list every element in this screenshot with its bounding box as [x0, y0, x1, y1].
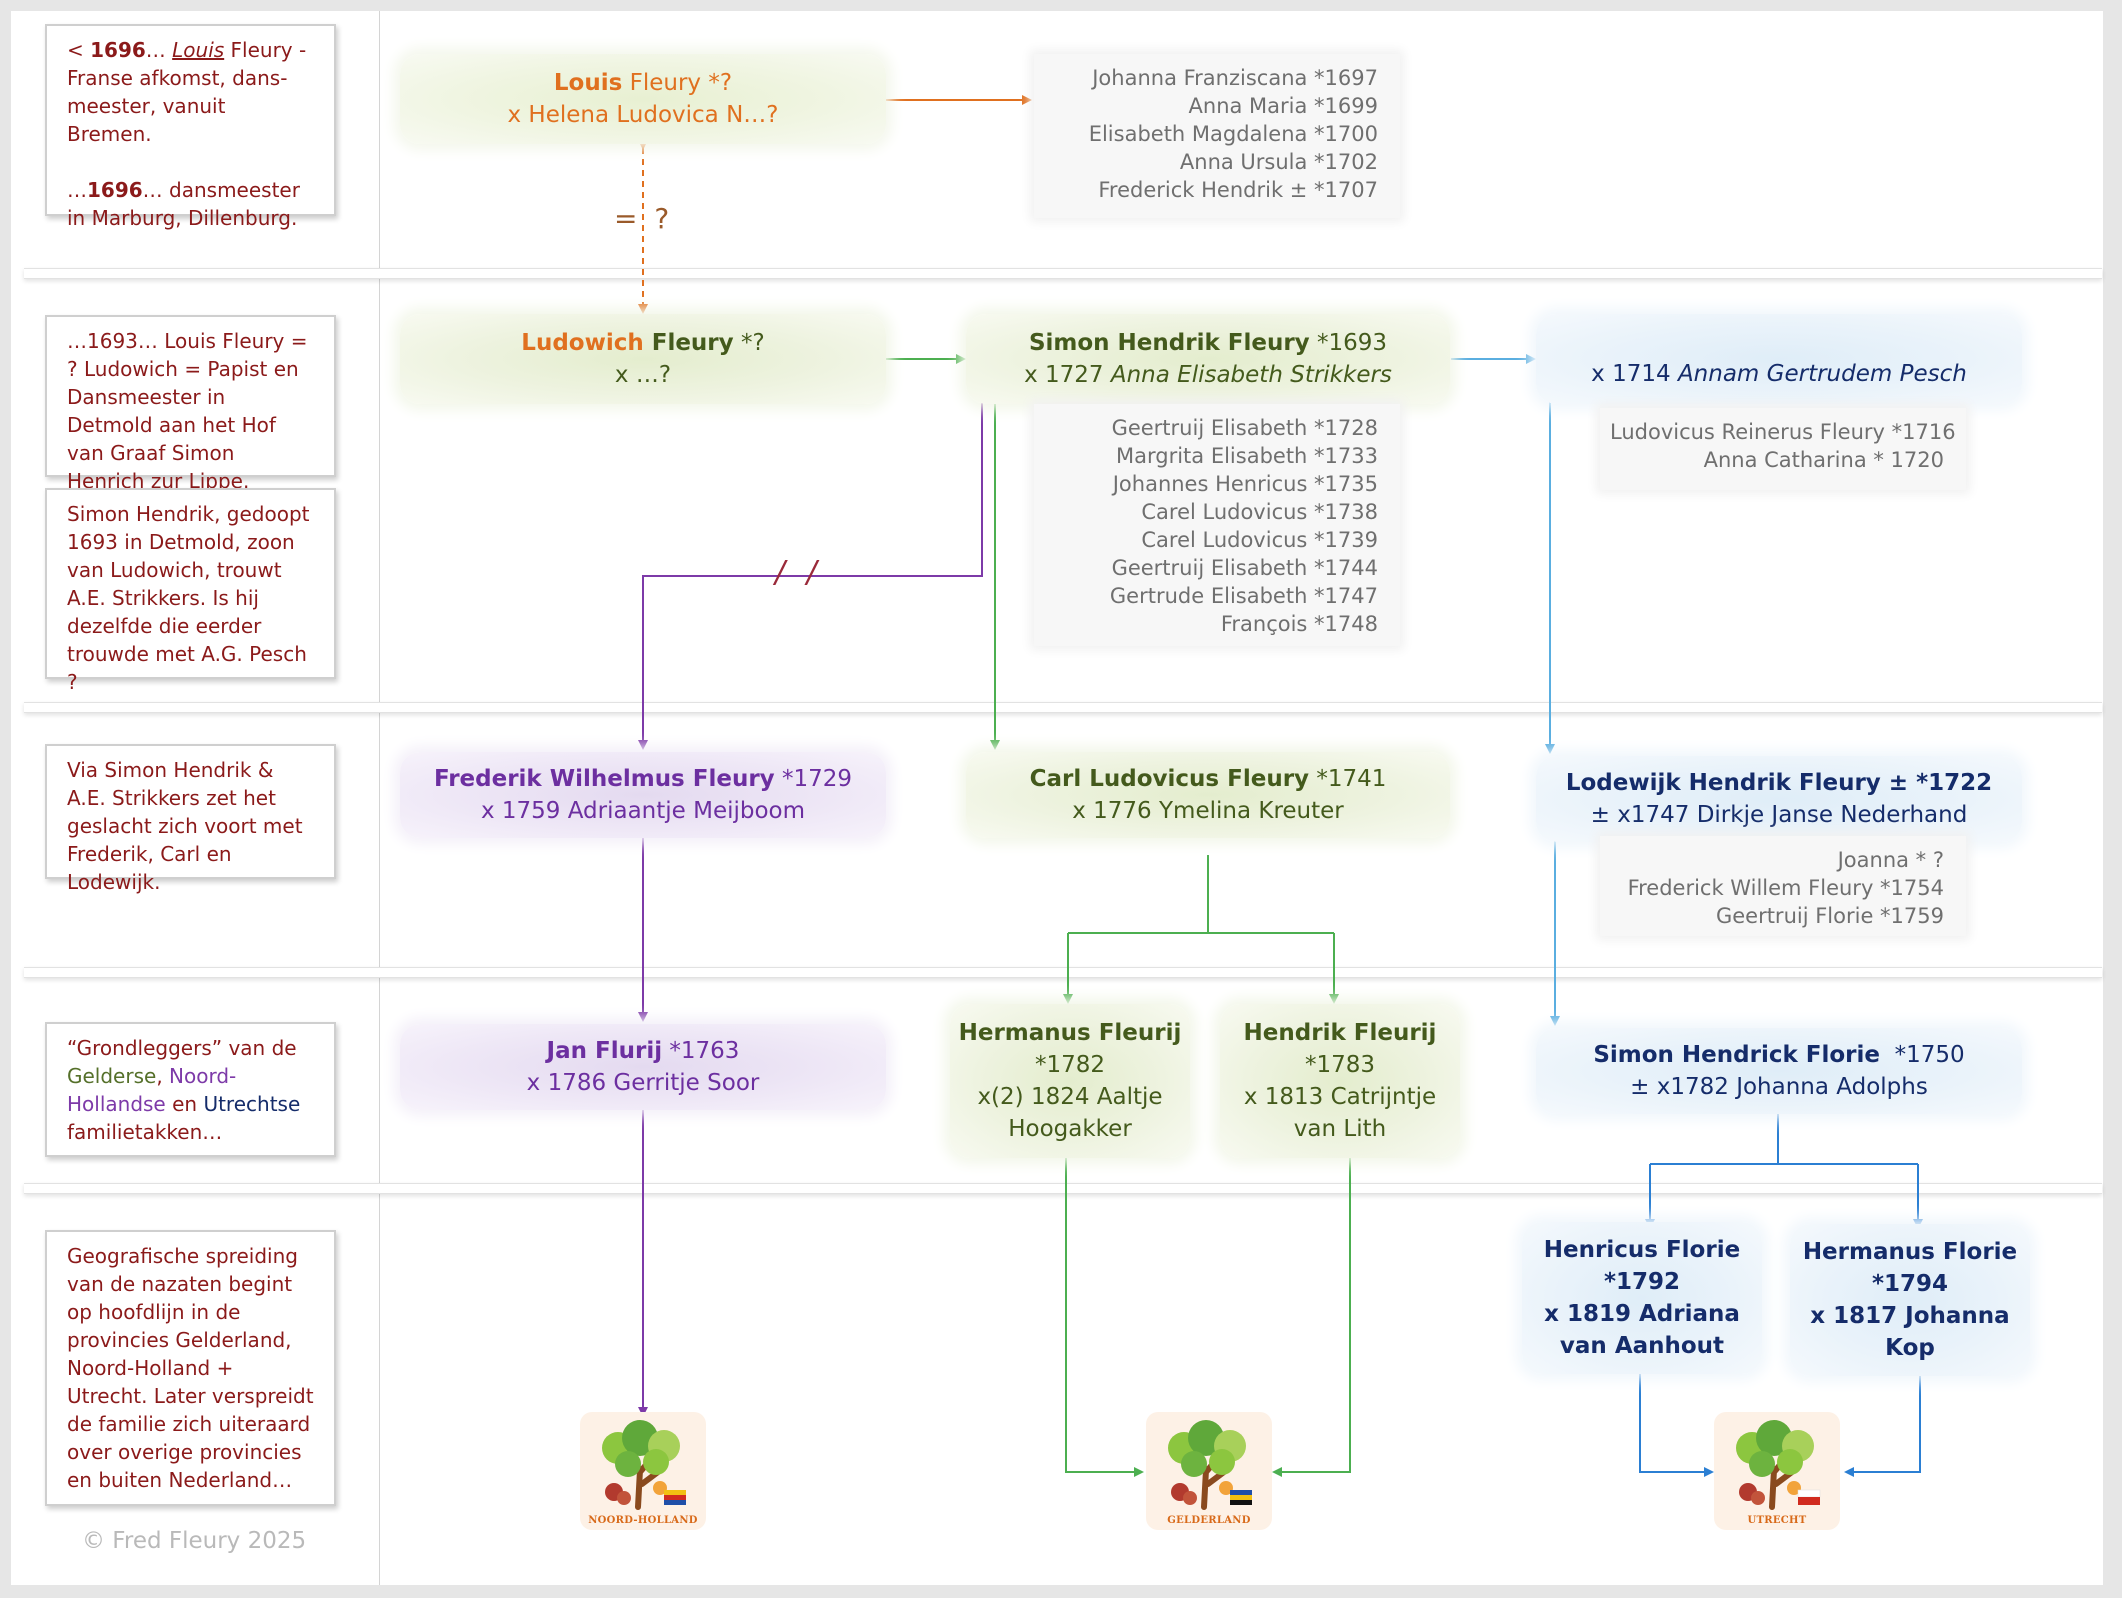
note-louis-origin: < 1696… Louis Fleury - Franse afkomst, d…: [45, 24, 336, 230]
generation-divider-3: [24, 967, 2102, 978]
note-simon-hendrik: Simon Hendrik, gedoopt 1693 in Detmold, …: [45, 488, 336, 694]
gelderland-logo: GELDERLAND: [1146, 1412, 1272, 1530]
note-louis-origin-line2: …1696… dansmeester in Marburg, Dillenbur…: [67, 178, 300, 230]
hermanus-to-gelderland-line: [1065, 1158, 1144, 1477]
person-henricus-florie[interactable]: Henricus Florie *1792 x 1819 Adriana van…: [1522, 1222, 1762, 1374]
column-divider: [379, 11, 380, 1585]
noord-holland-logo: NOORD-HOLLAND: [580, 1412, 706, 1530]
note-founders: “Grondleggers” van de Gelderse, Noord-Ho…: [45, 1022, 336, 1157]
person-lodewijk-hendrik-fleury[interactable]: Lodewijk Hendrik Fleury ± *1722 ± x1747 …: [1536, 756, 2022, 842]
noord-holland-label: NOORD-HOLLAND: [588, 1515, 698, 1526]
person-hermanus-florie[interactable]: Hermanus Florie *1794 x 1817 Johanna Kop: [1790, 1224, 2030, 1376]
person-carl-ludovicus-fleury[interactable]: Carl Ludovicus Fleury *1741 x 1776 Ymeli…: [966, 752, 1450, 838]
carl-fork-line: [1067, 855, 1335, 1000]
person-louis-fleury[interactable]: Louis Fleury *? x Helena Ludovica N…?: [400, 54, 886, 144]
generation-divider-4: [24, 1183, 2102, 1194]
uncertain-link-label: = ?: [614, 202, 674, 235]
person-frederik-wilhelmus-fleury[interactable]: Frederik Wilhelmus Fleury *1729 x 1759 A…: [400, 752, 886, 838]
note-lineage: Via Simon Hendrik & A.E. Strikkers zet h…: [45, 744, 336, 894]
copyright: © Fred Fleury 2025: [82, 1528, 307, 1554]
generation-divider-1: [24, 268, 2102, 279]
hermanusflorie-to-utrecht-line: [1844, 1374, 1921, 1477]
person-simon-hendrick-florie[interactable]: Simon Hendrick Florie *1750 ± x1782 Joha…: [1536, 1028, 2022, 1114]
generation-divider-2: [24, 702, 2102, 713]
hendrik-to-gelderland-line: [1272, 1158, 1351, 1477]
simonflorie-fork-line: [1649, 1114, 1919, 1224]
person-pesch-marriage[interactable]: x 1714 Annam Gertrudem Pesch: [1536, 314, 2022, 404]
note-louis-origin-line1: < 1696… Louis Fleury - Franse afkomst, d…: [67, 38, 307, 146]
utrecht-logo: UTRECHT: [1714, 1412, 1840, 1530]
person-hermanus-fleurij[interactable]: Hermanus Fleurij *1782 x(2) 1824 Aaltje …: [950, 1004, 1190, 1158]
note-ludowich: …1693… Louis Fleury = ? Ludowich = Papis…: [45, 315, 336, 493]
gelderland-label: GELDERLAND: [1167, 1515, 1251, 1526]
person-ludowich-fleury[interactable]: Ludowich Fleury *? x …?: [400, 314, 886, 404]
note-geography: Geografische spreiding van de nazaten be…: [45, 1230, 336, 1506]
person-hendrik-fleurij[interactable]: Hendrik Fleurij *1783 x 1813 Catrijntje …: [1220, 1004, 1460, 1158]
simon-to-frederik-line: [638, 400, 983, 750]
person-jan-flurij[interactable]: Jan Flurij *1763 x 1786 Gerritje Soor: [400, 1024, 886, 1110]
henricus-to-utrecht-line: [1639, 1374, 1714, 1477]
utrecht-label: UTRECHT: [1747, 1515, 1807, 1526]
broken-link-marker: / /: [775, 555, 823, 590]
person-simon-hendrik-fleury[interactable]: Simon Hendrik Fleury *1693 x 1727 Anna E…: [966, 314, 1450, 404]
